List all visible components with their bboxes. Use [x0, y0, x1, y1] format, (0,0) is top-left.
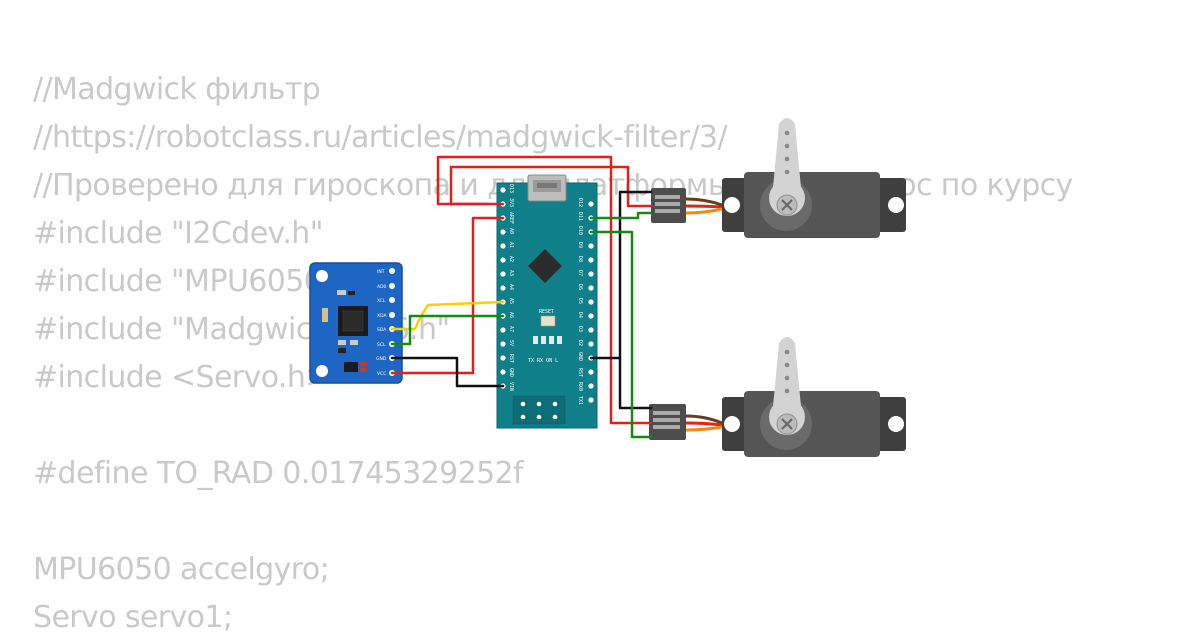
wire-sda[interactable] [390, 300, 505, 331]
nano-pin-label: D5 [577, 298, 583, 304]
nano-pin-rx0: RX0 [577, 382, 594, 391]
wire-gnd-servo-top[interactable] [618, 190, 653, 360]
nano-pin-rst-left: RST [500, 354, 514, 363]
nano-pin-label: TX1 [577, 396, 583, 405]
servo-bottom[interactable] [722, 337, 906, 457]
mpu-pin-label: AD0 [377, 284, 387, 290]
nano-pin-d7: D7 [577, 270, 594, 277]
nano-pin-label: D6 [577, 284, 583, 290]
mpu-pin-xda: XDA [377, 312, 395, 319]
nano-pin-rst-right: RST [577, 368, 594, 377]
mpu-pin-label: XCL [377, 298, 386, 304]
arduino-nano-board[interactable]: RESET TX RX ON L D13 3V3 AREF A0 A1 A2 A… [496, 174, 598, 429]
nano-pin-label: D10 [577, 226, 583, 235]
nano-pin-a7: A7 [500, 326, 514, 333]
nano-pin-label: 3V3 [508, 198, 514, 207]
nano-pin-label: D11 [577, 212, 583, 221]
nano-pin-label: A1 [508, 242, 514, 248]
nano-pin-tx1: TX1 [577, 396, 594, 405]
nano-pin-d13: D13 [500, 184, 514, 193]
nano-pin-label: 5V [508, 340, 514, 346]
mpu-pin-label: SDA [377, 327, 387, 333]
nano-pin-label: GND [577, 352, 583, 361]
nano-pin-label: A7 [508, 326, 514, 332]
nano-pin-label: A2 [508, 256, 514, 262]
mpu-pin-label: XDA [377, 313, 387, 319]
nano-pin-d3: D3 [577, 326, 594, 333]
nano-pin-a3: A3 [500, 270, 514, 277]
nano-pin-a4: A4 [500, 284, 514, 291]
nano-pin-a1: A1 [500, 242, 514, 249]
nano-pin-d6: D6 [577, 284, 594, 291]
nano-pin-label: VIN [508, 382, 514, 391]
nano-pin-d5: D5 [577, 298, 594, 305]
nano-pin-d4: D4 [577, 312, 594, 319]
code-line: Servo servo1; [33, 600, 233, 635]
wire-signal-servo-top[interactable] [589, 211, 653, 220]
wire-scl[interactable] [390, 314, 505, 346]
nano-pin-label: GND [508, 368, 514, 377]
servo-top[interactable] [722, 118, 906, 238]
led-labels: TX RX ON L [528, 358, 558, 364]
nano-pin-d9: D9 [577, 242, 594, 249]
code-line: MPU6050 accelgyro; [33, 552, 330, 587]
mpu-pin-label: GND [376, 356, 387, 362]
nano-pin-gnd-left: GND [500, 368, 514, 377]
mpu-pin-xcl: XCL [377, 297, 395, 304]
nano-pin-label: D12 [577, 198, 583, 207]
nano-pin-5v: 5V [500, 340, 514, 347]
code-line: //Madgwick фильтр [33, 72, 321, 107]
mpu-pin-label: VCC [377, 371, 386, 377]
nano-pin-d8: D8 [577, 256, 594, 263]
nano-pin-label: AREF [508, 212, 514, 224]
code-listing: //Madgwick фильтр //https://robotclass.r… [33, 66, 1073, 642]
wire-vcc-mpu[interactable] [390, 216, 505, 375]
nano-pin-a0: A0 [500, 228, 514, 235]
nano-pin-label: D8 [577, 256, 583, 262]
nano-pin-label: D9 [577, 242, 583, 248]
mpu-pin-int: INT [377, 268, 395, 275]
code-line: //https://robotclass.ru/articles/madgwic… [33, 120, 728, 155]
servo-bottom-cable [649, 404, 723, 440]
nano-pin-label: RX0 [577, 382, 583, 391]
wire-vcc-top[interactable] [436, 155, 653, 425]
servo-top-cable [651, 188, 723, 223]
nano-pin-label: A0 [508, 228, 514, 234]
nano-pin-d2: D2 [577, 340, 594, 347]
nano-pin-label: D4 [577, 312, 583, 318]
nano-pin-a2: A2 [500, 256, 514, 263]
nano-pin-label: D7 [577, 270, 583, 276]
nano-pin-label: D3 [577, 326, 583, 332]
mpu-pin-ad0: AD0 [377, 283, 395, 290]
code-line: #include "I2Cdev.h" [33, 216, 324, 251]
wire-signal-servo-bottom[interactable] [589, 230, 653, 439]
nano-pin-label: D2 [577, 340, 583, 346]
nano-pin-label: A3 [508, 270, 514, 276]
nano-pin-label: RST [508, 354, 514, 363]
wire-gnd-mpu[interactable] [390, 356, 505, 388]
nano-pin-d12: D12 [577, 198, 594, 207]
nano-pin-label: A4 [508, 284, 514, 290]
nano-pin-label: RST [577, 368, 583, 377]
nano-pin-label: A6 [508, 312, 514, 318]
mpu6050-module[interactable]: INT AD0 XCL XDA SDA SCL GND VCC [309, 262, 403, 384]
code-line: #include <Servo.h> [33, 360, 330, 395]
code-line: #define TO_RAD 0.01745329252f [33, 456, 524, 491]
nano-pin-label: D13 [508, 184, 514, 193]
wire-gnd-servos[interactable] [589, 356, 653, 410]
nano-pin-label: A5 [508, 298, 514, 304]
mpu-pin-label: SCL [377, 342, 386, 348]
reset-label: RESET [539, 309, 554, 315]
mpu-pin-label: INT [377, 269, 385, 275]
